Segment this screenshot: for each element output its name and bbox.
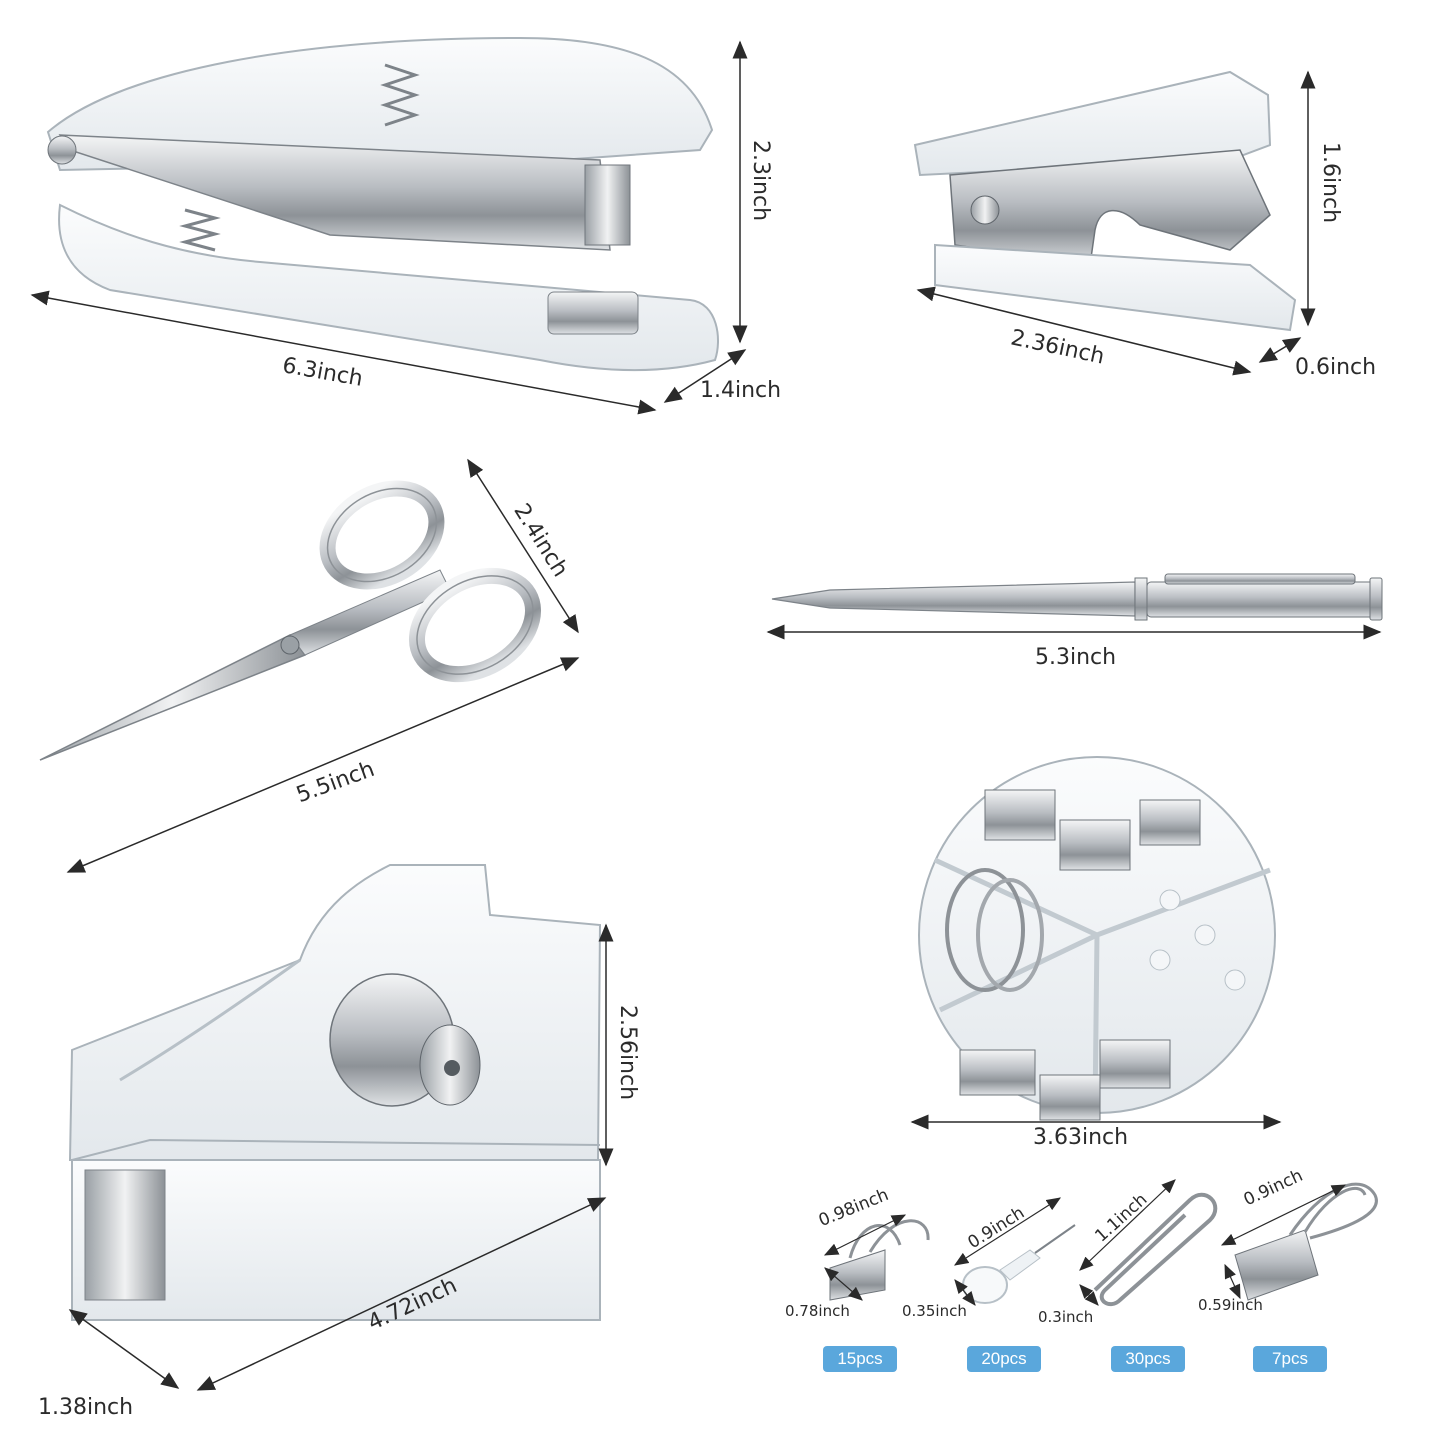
binder-clip-large-count-badge: 15pcs [823, 1346, 897, 1372]
stapler-length-line [30, 290, 657, 415]
stapler-height-label: 2.3inch [748, 139, 774, 222]
clip-box-diameter-label: 3.63inch [1033, 1125, 1129, 1150]
push-pin-side-line [954, 1279, 976, 1306]
stapler-width-label: 1.4inch [700, 378, 782, 403]
remover-width-line [1258, 337, 1302, 363]
binder-clip-small-top-line [1220, 1184, 1347, 1246]
binder-clip-large-top-line [823, 1214, 907, 1256]
remover-length-line [916, 286, 1252, 376]
tape-dispenser-icon [68, 864, 602, 1321]
binder-clip-large-side-line [824, 1267, 863, 1301]
binder-clip-small-count-badge: 7pcs [1253, 1346, 1327, 1372]
paper-clip-icon [1093, 1192, 1218, 1307]
paper-clip-side-label: 0.3inch [1038, 1308, 1094, 1326]
remover-width-label: 0.6inch [1295, 355, 1377, 380]
binder-clip-small-side-line [1224, 1263, 1241, 1300]
tape-width-line [68, 1309, 180, 1389]
clip-box-icon [918, 756, 1276, 1121]
pen-length-label: 5.3inch [1035, 645, 1117, 670]
push-pin-side-label: 0.35inch [902, 1302, 967, 1320]
stapler-icon [46, 36, 719, 372]
stapler-width-line [663, 349, 747, 403]
binder-clip-large-side-label: 0.78inch [785, 1302, 850, 1320]
scissors-length-line [66, 657, 580, 873]
push-pin-top-line [953, 1197, 1062, 1266]
tape-height-label: 2.56inch [615, 1004, 641, 1101]
push-pin-count-badge: 20pcs [967, 1346, 1041, 1372]
scissors-width-line [467, 458, 579, 634]
paper-clip-top-line [1079, 1179, 1176, 1271]
binder-clip-large-icon [829, 1219, 930, 1301]
tape-width-label: 1.38inch [38, 1395, 134, 1420]
staple-remover-icon [913, 70, 1297, 332]
paper-clip-count-badge: 30pcs [1111, 1346, 1185, 1372]
remover-height-label: 1.6inch [1318, 141, 1344, 224]
binder-clip-small-side-label: 0.59inch [1198, 1296, 1263, 1314]
paper-clip-side-line [1079, 1284, 1099, 1306]
pen-icon [771, 573, 1383, 621]
tape-length-line [196, 1197, 607, 1391]
scissors-icon [39, 480, 542, 761]
